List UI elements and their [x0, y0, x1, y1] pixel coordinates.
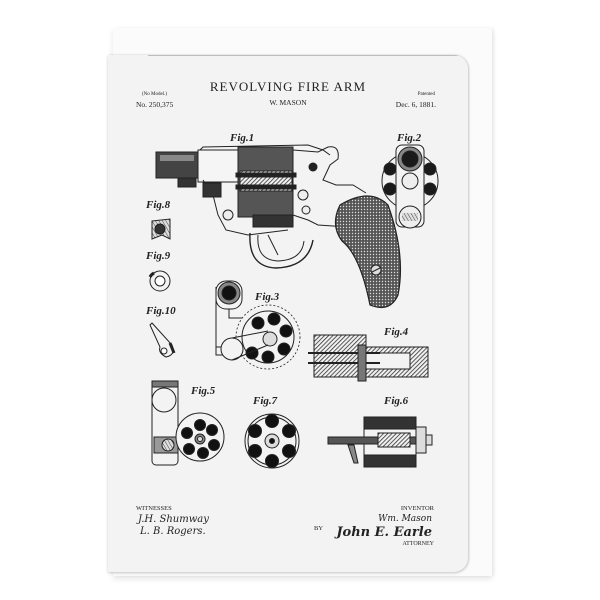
fig8-catch [151, 218, 171, 240]
patent-title: REVOLVING FIRE ARM [209, 79, 367, 94]
fig10-lever [149, 322, 176, 358]
by-label: BY [314, 525, 324, 532]
patent-date: Dec. 6, 1881. [395, 100, 436, 109]
attorney-label: ATTORNEY [402, 541, 434, 547]
fig2-label: Fig.2 [397, 132, 422, 144]
fig4-cylinder-section [308, 334, 429, 382]
witnesses-label: WITNESSES [136, 505, 172, 512]
greeting-card: REVOLVING FIRE ARM W. MASON (No Model.) … [108, 55, 468, 572]
fig1-revolver [155, 144, 402, 308]
fig3-label: Fig.3 [255, 291, 280, 303]
fig9-label: Fig.9 [146, 250, 171, 262]
witness-signature-2: L. B. Rogers. [140, 526, 206, 537]
witness-signature-1: J.H. Shumway [138, 514, 209, 525]
inventor-label: INVENTOR [400, 505, 434, 512]
inventor-signature: Wm. Mason [378, 514, 432, 524]
fig6-label: Fig.6 [384, 395, 409, 407]
patent-drawing [148, 144, 439, 469]
fig7-cylinder-face [244, 413, 300, 469]
patent-number: No. 250,375 [136, 100, 174, 109]
fig8-label: Fig.8 [146, 199, 171, 211]
inventor-name: W. MASON [269, 98, 307, 107]
attorney-signature: John E. Earle [336, 525, 432, 540]
fig5-label: Fig.5 [191, 385, 216, 397]
no-model-note: (No Model.) [142, 92, 167, 97]
patented-label: Patented [417, 92, 435, 97]
fig5-frame-cylinder [151, 380, 225, 466]
fig4-label: Fig.4 [384, 326, 409, 338]
fig6-ejector-section [327, 416, 433, 468]
fig9-ring [148, 270, 171, 292]
fig2-cylinder-rear [381, 144, 439, 229]
fig7-label: Fig.7 [253, 395, 278, 407]
fig1-label: Fig.1 [230, 132, 255, 144]
fig3-cylinder-latch [215, 280, 301, 370]
fig10-label: Fig.10 [146, 305, 176, 317]
